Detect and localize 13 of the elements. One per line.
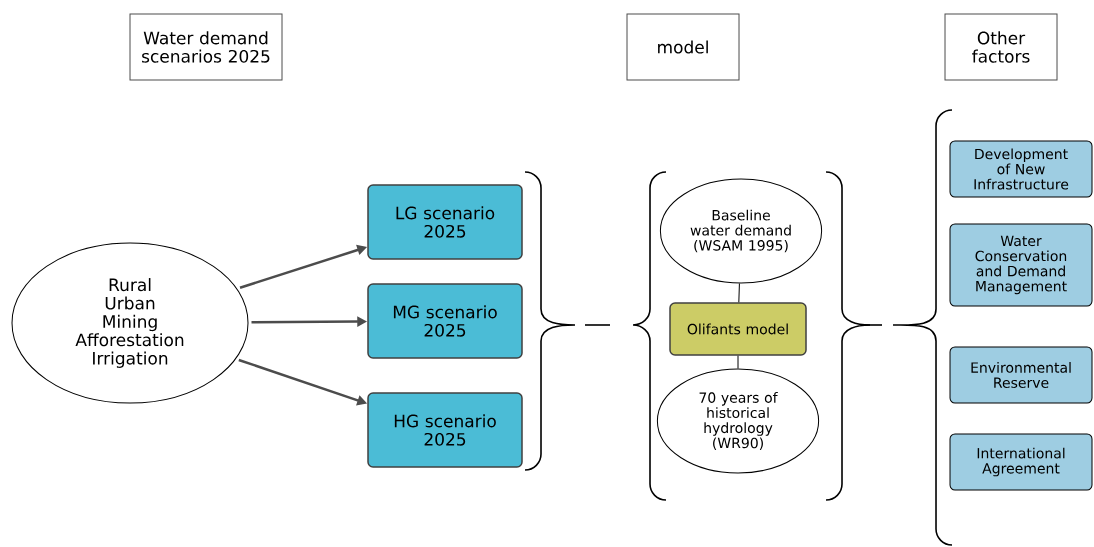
factor-box: Environmental Reserve	[949, 346, 1093, 404]
factor-box: Development of New Infrastructure	[949, 140, 1093, 198]
factor-box: International Agreement	[949, 433, 1093, 491]
scenario-box: LG scenario 2025	[367, 184, 523, 260]
connector-line	[738, 283, 740, 303]
model-box: Olifants model	[669, 302, 807, 356]
header-box: model	[626, 13, 740, 81]
scenario-box: MG scenario 2025	[367, 283, 523, 359]
header-box: Other factors	[944, 13, 1058, 81]
header-box: Water demand scenarios 2025	[129, 13, 283, 81]
factor-box: Water Conservation and Demand Management	[949, 223, 1093, 307]
connector-line	[737, 355, 739, 369]
scenario-box: HG scenario 2025	[367, 392, 523, 468]
